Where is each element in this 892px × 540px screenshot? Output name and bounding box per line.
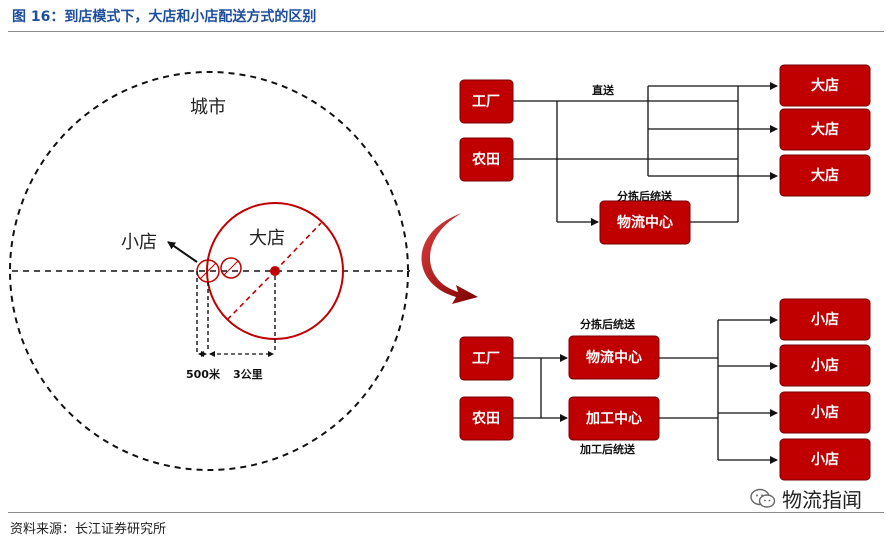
small-store-node: 小店 — [779, 344, 871, 387]
svg-text:小店: 小店 — [811, 404, 839, 421]
transition-arrow-icon — [421, 213, 478, 304]
farm-node: 农田 — [459, 396, 514, 441]
small-store-radius-1 — [199, 262, 217, 280]
large-store-node: 大店 — [779, 154, 871, 197]
large-radius-label: 3公里 — [233, 368, 263, 381]
small-store-node: 小店 — [779, 391, 871, 434]
factory-node: 工厂 — [459, 336, 514, 381]
sort-delivery-label: 分拣后统送 — [580, 317, 636, 331]
factory-node: 工厂 — [459, 79, 514, 124]
svg-text:小店: 小店 — [811, 311, 839, 328]
svg-text:小店: 小店 — [811, 451, 839, 468]
large-store-radius-line-lower — [225, 270, 276, 322]
watermark: 物流指闻 — [750, 484, 862, 513]
large-store-flow: 直送 分拣后统送 工厂 农田 物流中心 大店 大店 大店 — [459, 64, 871, 245]
svg-text:工厂: 工厂 — [472, 94, 500, 110]
sort-delivery-label: 分拣后统送 — [617, 189, 673, 203]
large-store-radius-line — [274, 222, 322, 272]
small-radius-label: 500米 — [186, 367, 221, 381]
logistics-center-node: 物流中心 — [568, 335, 660, 380]
figure-title: 图 16：到店模式下，大店和小店配送方式的区别 — [12, 9, 317, 25]
svg-text:工厂: 工厂 — [472, 351, 500, 367]
large-store-node: 大店 — [779, 64, 871, 107]
direct-delivery-label: 直送 — [592, 83, 615, 97]
svg-text:大店: 大店 — [811, 167, 839, 184]
processing-center-node: 加工中心 — [568, 396, 660, 441]
process-delivery-label: 加工后统送 — [579, 442, 636, 456]
large-store-node: 大店 — [779, 108, 871, 151]
small-store-flow: 分拣后统送 加工后统送 工厂 农田 物流中心 加工中心 小店 小店 小店 — [459, 298, 871, 481]
svg-text:物流中心: 物流中心 — [617, 214, 673, 231]
wechat-icon — [750, 488, 776, 508]
small-store-pointer — [167, 241, 198, 263]
farm-node: 农田 — [459, 137, 514, 182]
small-store-node: 小店 — [779, 438, 871, 481]
large-store-marker — [270, 266, 280, 276]
city-label: 城市 — [190, 97, 226, 118]
bottom-divider — [8, 512, 884, 513]
small-store-circle-2 — [220, 257, 242, 279]
small-store-label: 小店 — [121, 232, 157, 253]
svg-text:农田: 农田 — [471, 410, 500, 427]
source-note: 资料来源：长江证券研究所 — [10, 522, 167, 537]
svg-text:物流中心: 物流中心 — [586, 349, 642, 366]
top-divider — [8, 31, 884, 32]
small-store-node: 小店 — [779, 298, 871, 341]
svg-text:大店: 大店 — [811, 121, 839, 138]
svg-text:小店: 小店 — [811, 357, 839, 374]
small-store-radius-2 — [223, 260, 239, 276]
svg-text:农田: 农田 — [471, 151, 500, 168]
logistics-center-node: 物流中心 — [599, 200, 691, 245]
svg-text:大店: 大店 — [811, 77, 839, 94]
city-map: 城市 大店 小店 500米 3公里 — [9, 71, 410, 471]
watermark-text: 物流指闻 — [782, 488, 862, 512]
svg-text:加工中心: 加工中心 — [585, 410, 642, 427]
large-store-label: 大店 — [249, 228, 285, 249]
